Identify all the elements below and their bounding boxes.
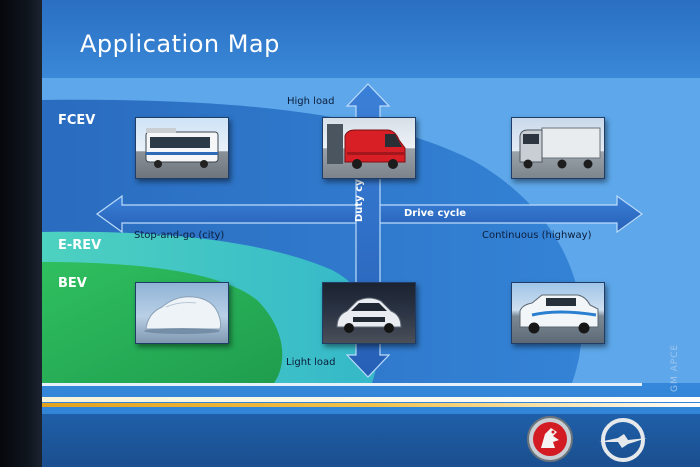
zone-label-erev: E-REV bbox=[58, 238, 102, 253]
ampera-car-image bbox=[322, 282, 416, 344]
van-icon bbox=[327, 124, 406, 169]
high-load-label: High load bbox=[287, 96, 335, 107]
car-icon bbox=[336, 297, 402, 333]
bus-icon bbox=[145, 128, 219, 168]
opel-blitz-logo bbox=[599, 418, 647, 462]
delivery-van-image bbox=[322, 117, 416, 179]
continuous-label: Continuous (highway) bbox=[482, 230, 592, 241]
covered-car-image bbox=[135, 282, 229, 344]
city-bus-image bbox=[135, 117, 229, 179]
stop-and-go-label: Stop-and-go (city) bbox=[134, 230, 225, 241]
slide-title: Application Map bbox=[80, 30, 280, 58]
floor-line bbox=[42, 383, 642, 386]
footer-band bbox=[42, 414, 700, 467]
truck-icon bbox=[519, 127, 601, 169]
gm-credit-label: GM APCE bbox=[670, 343, 680, 392]
semi-truck-image bbox=[511, 117, 605, 179]
hydrogen-suv-image bbox=[511, 282, 605, 344]
light-load-label: Light load bbox=[286, 357, 336, 368]
presentation-slide: Application Map bbox=[42, 0, 700, 467]
covered-car-icon bbox=[144, 296, 222, 334]
zone-label-bev: BEV bbox=[58, 276, 87, 291]
vauxhall-griffin-logo bbox=[527, 416, 573, 462]
accent-stripe-white bbox=[42, 397, 700, 402]
drive-cycle-label: Drive cycle bbox=[404, 208, 467, 219]
suv-icon bbox=[519, 294, 599, 334]
accent-stripe-gold bbox=[42, 403, 700, 407]
screen-bezel bbox=[0, 0, 42, 467]
title-band bbox=[42, 0, 700, 78]
zone-label-fcev: FCEV bbox=[58, 113, 96, 128]
